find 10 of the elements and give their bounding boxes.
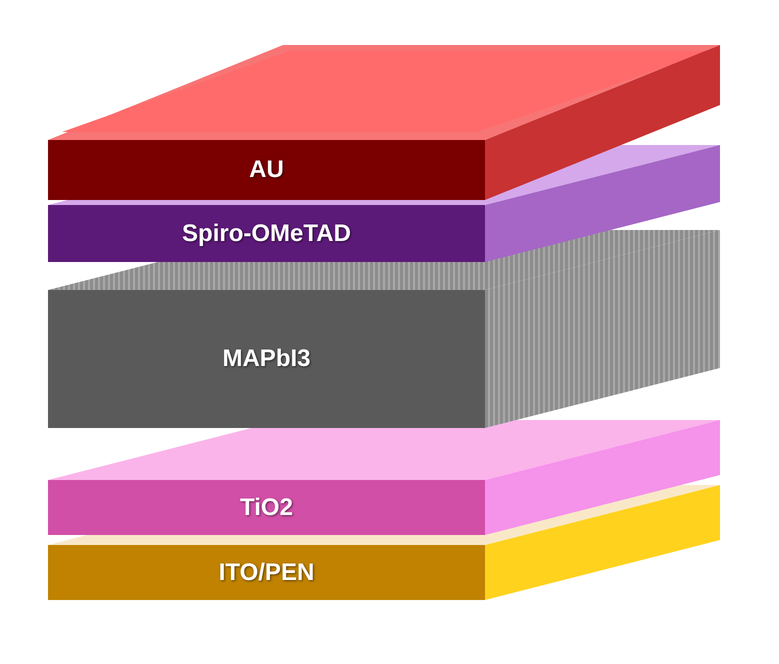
layer-front-face (48, 140, 485, 200)
layer-label: Spiro-OMeTAD (182, 220, 351, 248)
layer-label: AU (249, 156, 284, 184)
layer-front-face (48, 205, 485, 262)
layer-front-face (48, 545, 485, 600)
layer-label: TiO2 (240, 494, 293, 522)
layer-front-face (48, 290, 485, 428)
layer-label: MAPbI3 (222, 345, 310, 373)
layer-label: ITO/PEN (218, 558, 314, 586)
layer-front-face (48, 480, 485, 535)
